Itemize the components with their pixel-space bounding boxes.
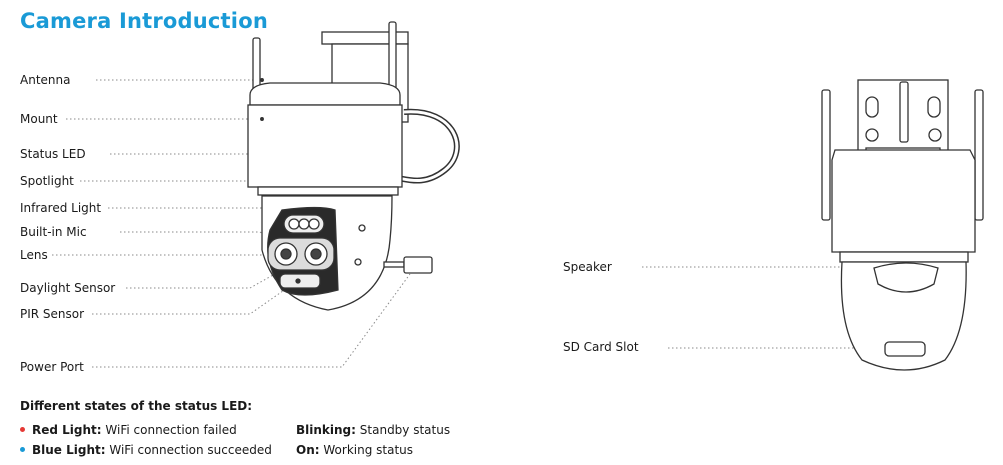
label-antenna: Antenna: [20, 73, 71, 87]
label-mount: Mount: [20, 112, 58, 126]
label-spotlight: Spotlight: [20, 174, 74, 188]
led-states-heading: Different states of the status LED:: [20, 399, 253, 413]
led-state-label: Blinking:: [296, 423, 356, 437]
led-state-blue: Blue Light: WiFi connection succeeded: [20, 443, 272, 457]
led-state-label: Red Light:: [32, 423, 102, 437]
page-title: Camera Introduction: [20, 9, 268, 33]
label-daylight-sensor: Daylight Sensor: [20, 281, 116, 295]
led-state-on: On: Working status: [296, 443, 413, 457]
back-camera: [821, 79, 984, 371]
led-state-label: Blue Light:: [32, 443, 106, 457]
led-state-desc: WiFi connection succeeded: [109, 443, 272, 457]
led-state-blinking: Blinking: Standby status: [296, 423, 450, 437]
blue-dot-icon: [20, 447, 25, 452]
led-state-red: Red Light: WiFi connection failed: [20, 423, 237, 437]
label-pir-sensor: PIR Sensor: [20, 307, 85, 321]
label-sd-card-slot: SD Card Slot: [563, 340, 639, 354]
label-speaker: Speaker: [563, 260, 612, 274]
label-power-port: Power Port: [20, 360, 84, 374]
led-state-desc: WiFi connection failed: [105, 423, 237, 437]
label-built-in-mic: Built-in Mic: [20, 225, 87, 239]
led-state-desc: Standby status: [359, 423, 451, 437]
leader-lines: [52, 79, 882, 368]
front-camera: [247, 21, 460, 311]
red-dot-icon: [20, 427, 25, 432]
led-state-desc: Working status: [323, 443, 414, 457]
label-infrared-light: Infrared Light: [20, 201, 102, 215]
led-state-label: On:: [296, 443, 320, 457]
label-lens: Lens: [20, 248, 48, 262]
label-status-led: Status LED: [20, 147, 86, 161]
